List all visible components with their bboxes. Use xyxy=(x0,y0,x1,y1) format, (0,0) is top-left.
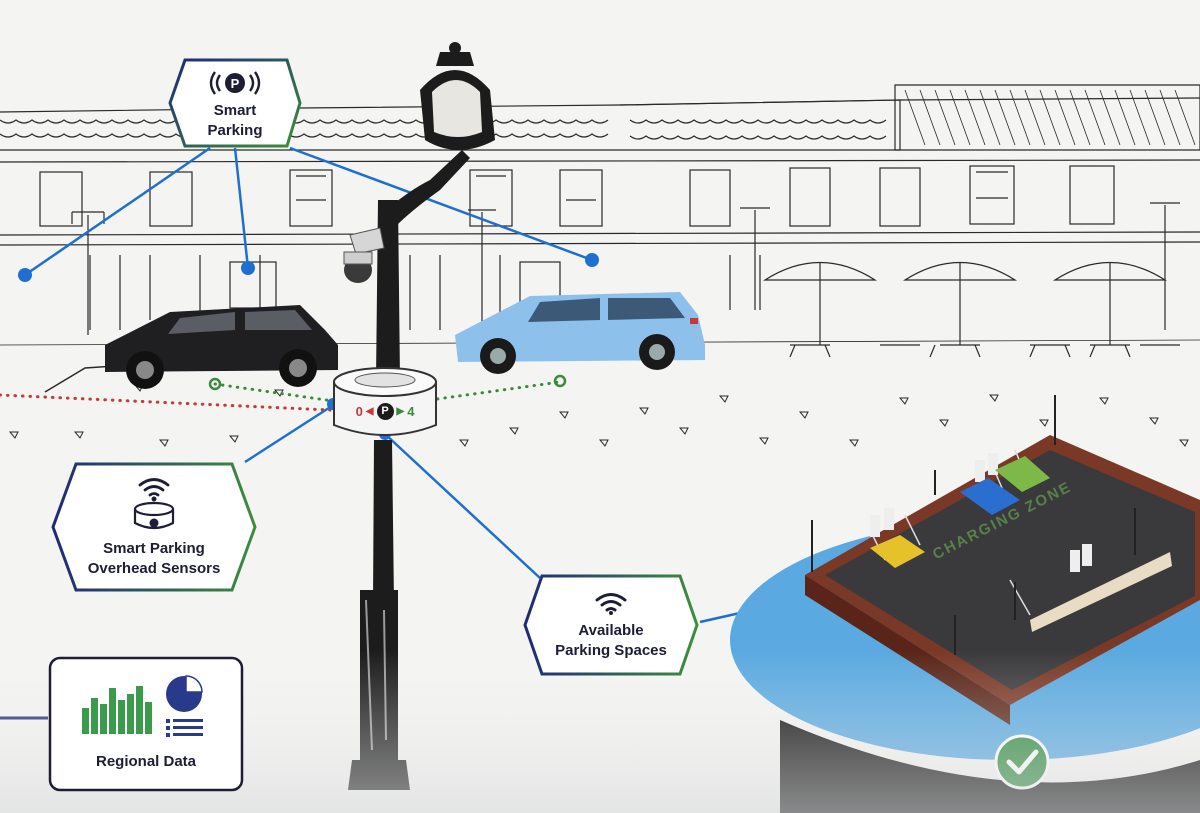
smart-parking-title-line2: Parking xyxy=(207,122,263,139)
svg-text:P: P xyxy=(231,76,240,91)
smart-parking-callout: P Smart Parking xyxy=(167,57,303,149)
light-blue-car xyxy=(455,292,705,374)
counter-occupied: 0 xyxy=(355,403,363,419)
parking-counter: 0 ◀ P ▶ 4 xyxy=(350,402,420,420)
overhead-sensors-title-line2: Overhead Sensors xyxy=(87,560,221,577)
arrow-left-icon: ◀ xyxy=(365,405,374,417)
smart-parking-title-line1: Smart xyxy=(213,102,257,119)
arrow-right-icon: ▶ xyxy=(396,405,405,417)
wifi-sensor-icon xyxy=(133,478,175,530)
parking-detection-dots xyxy=(0,380,562,412)
signal-parking-icon: P xyxy=(209,71,261,95)
wifi-icon xyxy=(595,593,627,615)
bar-pie-chart-icon xyxy=(82,675,203,737)
parking-p-icon: P xyxy=(376,402,394,420)
regional-data-callout: Regional Data xyxy=(48,656,244,792)
counter-available: 4 xyxy=(407,403,415,419)
dark-car xyxy=(105,305,338,389)
regional-data-title: Regional Data xyxy=(95,753,197,770)
street-marks xyxy=(8,384,1189,447)
available-spaces-callout: Available Parking Spaces xyxy=(522,573,700,677)
overhead-sensors-title-line1: Smart Parking xyxy=(103,540,205,557)
available-spaces-title-line1: Available xyxy=(578,622,644,639)
overhead-sensors-callout: Smart Parking Overhead Sensors xyxy=(50,461,258,593)
available-spaces-title-line2: Parking Spaces xyxy=(555,642,667,659)
